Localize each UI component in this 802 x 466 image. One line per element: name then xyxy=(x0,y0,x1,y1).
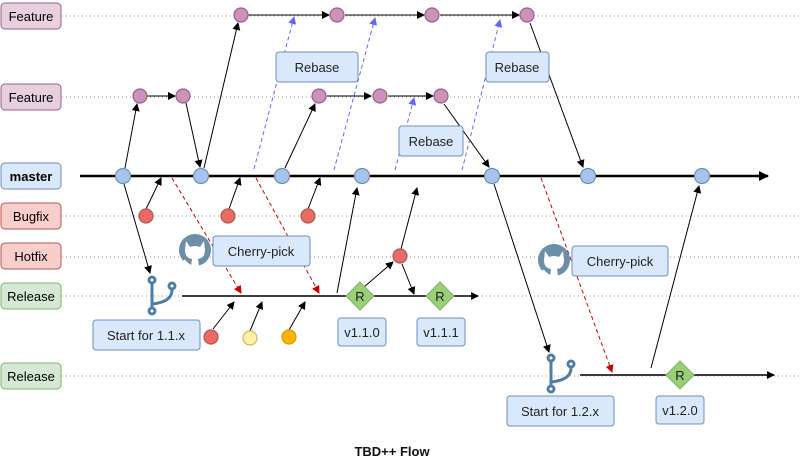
svg-text:Feature: Feature xyxy=(9,9,54,24)
svg-text:Hotfix: Hotfix xyxy=(14,249,48,264)
rebase-note-1: Rebase xyxy=(275,51,359,83)
svg-text:R: R xyxy=(435,289,444,304)
version-1-1-1: v1.1.1 xyxy=(416,317,466,347)
feature-commits xyxy=(132,7,535,104)
svg-text:R: R xyxy=(355,289,364,304)
lane-feature-2: Feature xyxy=(0,83,62,111)
svg-text:v1.2.0: v1.2.0 xyxy=(662,403,697,418)
commit-node xyxy=(579,167,597,185)
commit-node xyxy=(138,208,154,224)
svg-text:master: master xyxy=(10,169,53,184)
start-1-1-note: Start for 1.1.x xyxy=(92,319,201,351)
rebase-note-2: Rebase xyxy=(485,51,550,83)
lane-hotfix: Hotfix xyxy=(0,242,62,270)
commit-node xyxy=(233,7,249,23)
bugfix-commits xyxy=(138,208,408,345)
commit-node xyxy=(114,167,132,185)
commit-node xyxy=(693,167,711,185)
rebase-note-3: Rebase xyxy=(398,125,464,157)
release-diamond: R xyxy=(665,360,695,390)
branch-fork-icon xyxy=(546,353,576,394)
commit-node xyxy=(192,167,210,185)
master-commits xyxy=(114,167,711,185)
lane-feature-1: Feature xyxy=(0,2,62,30)
commit-node xyxy=(329,7,345,23)
commit-node xyxy=(519,7,535,23)
lane-release-2: Release xyxy=(0,362,62,390)
commit-node xyxy=(132,88,148,104)
commit-node xyxy=(424,7,440,23)
svg-text:v1.1.1: v1.1.1 xyxy=(423,325,458,340)
commit-node xyxy=(353,167,371,185)
lane-master: master xyxy=(0,162,62,190)
cherry-pick-note-1: Cherry-pick xyxy=(212,235,311,267)
version-1-1-0: v1.1.0 xyxy=(337,317,387,347)
svg-text:Cherry-pick: Cherry-pick xyxy=(228,244,295,259)
lane-bugfix: Bugfix xyxy=(0,202,62,230)
svg-text:Start for 1.1.x: Start for 1.1.x xyxy=(107,328,186,343)
svg-text:R: R xyxy=(675,368,684,383)
commit-node xyxy=(392,248,408,264)
commit-node xyxy=(300,208,316,224)
svg-text:Rebase: Rebase xyxy=(495,60,540,75)
branch-arrows xyxy=(123,22,702,369)
branch-fork-icon xyxy=(147,275,177,316)
feature-commit-lines xyxy=(147,11,520,100)
diagram-title: TBD++ Flow xyxy=(354,444,430,459)
commit-node xyxy=(433,88,449,104)
svg-text:v1.1.0: v1.1.0 xyxy=(344,325,379,340)
commit-node xyxy=(281,329,297,345)
commit-node xyxy=(203,329,219,345)
lane-release-1: Release xyxy=(0,282,62,310)
svg-text:Rebase: Rebase xyxy=(295,60,340,75)
commit-node xyxy=(311,88,327,104)
cherry-pick-note-2: Cherry-pick xyxy=(571,245,669,277)
svg-text:Start for 1.2.x: Start for 1.2.x xyxy=(521,404,600,419)
commit-node xyxy=(273,167,291,185)
svg-text:Cherry-pick: Cherry-pick xyxy=(587,254,654,269)
commit-node xyxy=(242,330,258,346)
svg-text:Release: Release xyxy=(7,289,55,304)
release-diamond: R xyxy=(425,281,455,311)
svg-text:Bugfix: Bugfix xyxy=(13,209,50,224)
github-icon xyxy=(179,234,211,267)
commit-node xyxy=(220,208,236,224)
svg-text:Rebase: Rebase xyxy=(409,134,454,149)
start-1-2-note: Start for 1.2.x xyxy=(506,395,615,427)
commit-node xyxy=(483,167,501,185)
github-icon xyxy=(538,244,570,277)
commit-node xyxy=(175,88,191,104)
release-diamond: R xyxy=(345,281,375,311)
svg-text:Feature: Feature xyxy=(9,90,54,105)
svg-text:Release: Release xyxy=(7,369,55,384)
commit-node xyxy=(372,88,388,104)
version-1-2-0: v1.2.0 xyxy=(655,395,705,425)
